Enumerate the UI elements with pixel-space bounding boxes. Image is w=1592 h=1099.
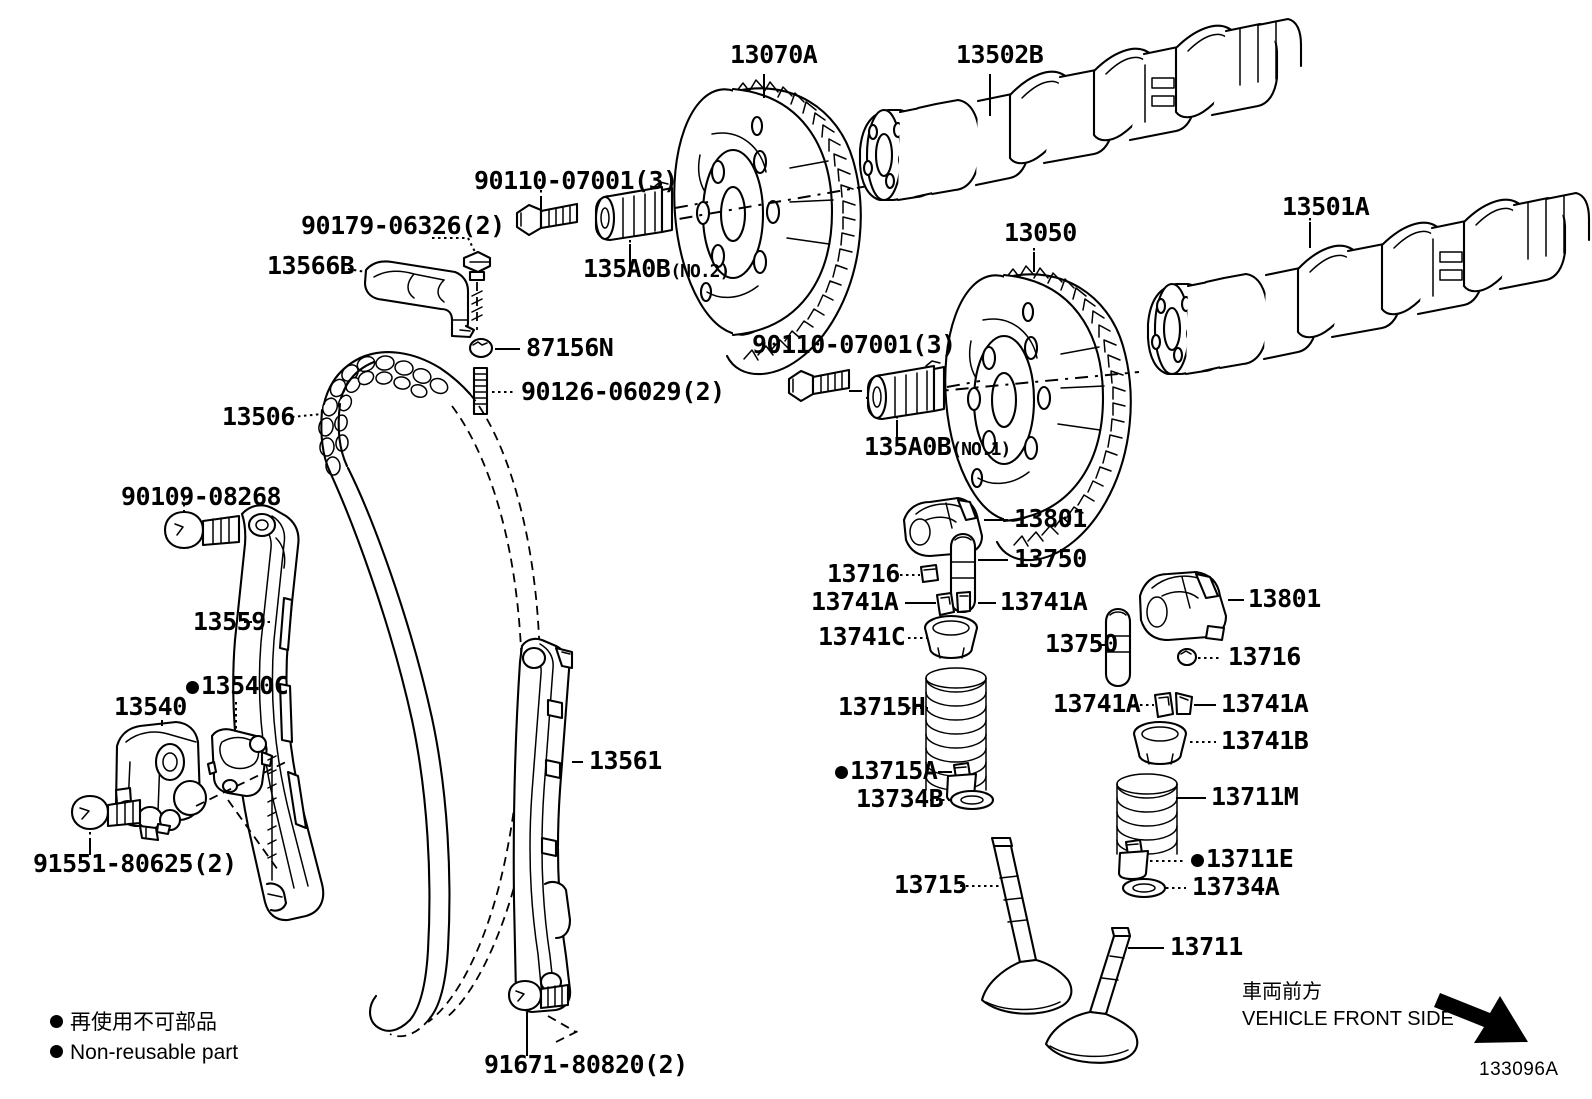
camshaft-timing-sprocket-no2-art <box>649 79 869 376</box>
bolt-90109-08268-art <box>163 510 241 550</box>
label-90110-07001-no2: 90110-07001(3) <box>474 166 678 195</box>
bolt-91551-80625-art <box>70 794 142 831</box>
valve-13715-art <box>980 836 1073 1015</box>
chain-vibration-damper-13561-art <box>512 637 574 1014</box>
label-13741a-exhaust-right: 13741A <box>1221 689 1309 718</box>
label-13741a-intake-left: 13741A <box>811 587 899 616</box>
clip-13716-intake-art <box>919 563 940 584</box>
valve-13711-art <box>1044 926 1139 1064</box>
label-135a0b-no1: 135A0B(NO.1) <box>864 432 1011 461</box>
label-90110-07001-no1: 90110-07001(3) <box>752 330 956 359</box>
camshaft-no1-art <box>1146 191 1591 376</box>
label-13715a: 13715A <box>835 758 938 783</box>
label-13750-exhaust: 13750 <box>1045 629 1118 658</box>
camshaft-timing-sprocket-no1-art <box>865 265 1140 562</box>
label-13716-intake: 13716 <box>827 559 900 588</box>
valve-spring-13711m-art <box>1116 773 1178 855</box>
lash-adjuster-13750-exhaust-art <box>1104 607 1132 688</box>
label-91671-80820: 91671-80820(2) <box>484 1050 688 1079</box>
label-90109-08268: 90109-08268 <box>121 482 282 511</box>
label-13741a-intake-right: 13741A <box>1000 587 1088 616</box>
label-13801-intake: 13801 <box>1014 504 1087 533</box>
label-13711: 13711 <box>1170 932 1243 961</box>
label-13801-exhaust: 13801 <box>1248 584 1321 613</box>
label-13741a-exhaust-left: 13741A <box>1053 689 1141 718</box>
non-reusable-dot-icon <box>186 681 199 694</box>
bolt-90110-07001-no2-art <box>515 202 579 237</box>
bolt-91671-80820-art <box>507 979 570 1056</box>
spring-seat-13734a-art <box>1121 877 1167 899</box>
retainer-lock-13741a-intake-art <box>935 590 972 617</box>
timing-chain-13506-art <box>318 351 541 1038</box>
assembly-dash-13561 <box>547 1015 577 1033</box>
vehicle-front-arrow-icon <box>1434 993 1528 1043</box>
label-13502b: 13502B <box>956 40 1044 69</box>
label-13566b: 13566B <box>267 251 355 280</box>
label-13750-intake: 13750 <box>1014 544 1087 573</box>
non-reusable-dot-icon <box>50 1045 63 1059</box>
label-91551-80625: 91551-80625(2) <box>33 849 237 878</box>
label-87156n: 87156N <box>526 333 614 362</box>
label-13561: 13561 <box>589 746 662 775</box>
legend-row-jp: 再使用不可部品 <box>50 1008 238 1038</box>
label-13711e: 13711E <box>1191 846 1294 871</box>
chain-damper-13566b-art <box>363 260 476 339</box>
label-13715: 13715 <box>894 870 967 899</box>
label-13501a: 13501A <box>1282 192 1370 221</box>
non-reusable-dot-icon <box>1191 854 1204 867</box>
spring-retainer-13741c-art <box>923 614 979 660</box>
rocker-arm-13801-exhaust-art <box>1138 570 1228 642</box>
valve-timing-oil-control-no2-art <box>594 181 709 242</box>
label-13559: 13559 <box>193 607 266 636</box>
vehicle-front-note: 車両前方 VEHICLE FRONT SIDE <box>1242 979 1454 1033</box>
label-135a0b-no2: 135A0B(NO.2) <box>583 254 730 283</box>
label-13070a: 13070A <box>730 40 818 69</box>
assembly-dash-13540 <box>195 759 291 807</box>
valve-stem-seal-13711e-art <box>1117 838 1150 881</box>
label-13540c: 13540C <box>186 673 289 698</box>
chain-tensioner-slipper-13559-art <box>232 504 325 922</box>
tensioner-gasket-13540c-art <box>206 728 274 798</box>
retainer-lock-13741a-exhaust-art <box>1153 691 1194 719</box>
label-13050: 13050 <box>1004 218 1077 247</box>
vehicle-front-note-en: VEHICLE FRONT SIDE <box>1242 1008 1454 1030</box>
label-13540: 13540 <box>114 692 187 721</box>
vehicle-front-note-jp: 車両前方 <box>1242 981 1322 1003</box>
non-reusable-dot-icon <box>50 1015 63 1028</box>
spring-seat-13734b-art <box>949 789 995 811</box>
legend-row-en: Non-reusable part <box>50 1038 238 1068</box>
label-13711m: 13711M <box>1211 782 1299 811</box>
label-13734a: 13734A <box>1192 872 1280 901</box>
label-13716-exhaust: 13716 <box>1228 642 1301 671</box>
legend-non-reusable: 再使用不可部品 Non-reusable part <box>50 1008 238 1069</box>
clip-13716-exhaust-art <box>1176 647 1198 667</box>
plug-87156n-art <box>468 337 494 359</box>
label-90126-06029: 90126-06029(2) <box>521 377 725 406</box>
bolt-90110-07001-no1-art <box>787 368 851 403</box>
label-13715h: 13715H <box>838 692 926 721</box>
camshaft-no2-art <box>858 17 1303 202</box>
leader-lines <box>89 74 1311 949</box>
valve-timing-oil-control-no1-art <box>866 360 981 421</box>
label-13741c: 13741C <box>818 622 906 651</box>
label-13741b: 13741B <box>1221 726 1309 755</box>
label-13506: 13506 <box>222 402 295 431</box>
label-13734b: 13734B <box>856 784 944 813</box>
non-reusable-dot-icon <box>835 766 848 779</box>
bolt-90179-06326-art <box>462 250 492 282</box>
diagram-code: 133096A <box>1479 1059 1559 1080</box>
spring-retainer-13741b-art <box>1132 720 1188 766</box>
label-90179-06326: 90179-06326(2) <box>301 211 505 240</box>
